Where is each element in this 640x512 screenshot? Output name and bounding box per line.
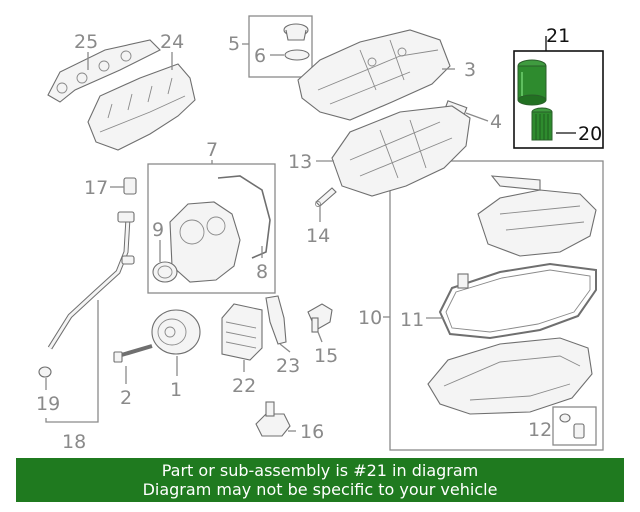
part-label-18[interactable]: 18: [62, 431, 86, 453]
banner-line-2: Diagram may not be specific to your vehi…: [142, 480, 498, 499]
crank-seal-9: [152, 261, 178, 283]
part-label-1[interactable]: 1: [170, 379, 182, 401]
part-label-16[interactable]: 16: [300, 421, 324, 443]
timing-cover-gasket-8: [217, 175, 271, 259]
oil-cooler-22: [221, 303, 263, 361]
part-label-22[interactable]: 22: [232, 375, 256, 397]
gasket-23: [265, 295, 287, 345]
group-box-10: [389, 160, 604, 451]
part-label-15[interactable]: 15: [314, 345, 338, 367]
part-label-8[interactable]: 8: [256, 261, 268, 283]
oil-filler-cap-5: [283, 23, 309, 41]
pulley-bolt-2: [113, 344, 153, 363]
part-label-2[interactable]: 2: [120, 387, 132, 409]
seal-6: [284, 49, 310, 61]
sensor-15: [307, 303, 333, 333]
part-label-21[interactable]: 21: [546, 25, 570, 47]
parts-diagram: 25 24 5 6 3 4 13 14 17 7 9 8 10 11 12 23…: [36, 15, 604, 453]
group-box-5-6: [248, 15, 313, 78]
valve-cover-3: [297, 29, 451, 121]
part-label-6[interactable]: 6: [254, 45, 266, 67]
sensor-17: [123, 177, 137, 195]
part-label-4[interactable]: 4: [490, 111, 502, 133]
timing-cover-7: [169, 201, 241, 283]
part-label-25[interactable]: 25: [74, 31, 98, 53]
oil-pan: [427, 337, 593, 415]
banner-line-1: Part or sub-assembly is #21 in diagram: [161, 461, 479, 480]
leader-lines: [45, 36, 576, 432]
oil-filter-element-20: [531, 107, 553, 141]
part-label-20[interactable]: 20: [578, 123, 602, 145]
bracket-14: [315, 187, 337, 207]
intake-gasket-25: [47, 39, 161, 103]
crank-pulley-1: [151, 309, 201, 355]
dipstick-tube-18: [47, 211, 135, 350]
part-label-9[interactable]: 9: [152, 219, 164, 241]
oil-sensor-16: [255, 401, 291, 437]
part-label-12[interactable]: 12: [528, 419, 552, 441]
info-banner: Part or sub-assembly is #21 in diagram D…: [16, 458, 624, 502]
dipstick-seal-19: [38, 366, 52, 378]
drain-plug-12: [559, 413, 585, 439]
part-label-5[interactable]: 5: [228, 33, 240, 55]
part-label-7[interactable]: 7: [206, 139, 218, 161]
part-label-3[interactable]: 3: [464, 59, 476, 81]
intake-manifold-24: [87, 63, 196, 151]
part-label-13[interactable]: 13: [288, 151, 312, 173]
part-label-23[interactable]: 23: [276, 355, 300, 377]
cylinder-head-13: [331, 105, 471, 197]
oil-filter-housing-21: [517, 59, 547, 106]
part-label-19[interactable]: 19: [36, 393, 60, 415]
part-label-24[interactable]: 24: [160, 31, 184, 53]
part-label-14[interactable]: 14: [306, 225, 330, 247]
part-label-17[interactable]: 17: [84, 177, 108, 199]
part-label-10[interactable]: 10: [358, 307, 382, 329]
group-box-21: [513, 50, 604, 149]
pan-gasket-11: [438, 262, 597, 340]
part-label-11[interactable]: 11: [400, 309, 424, 331]
oil-pump-baffle: [477, 175, 597, 257]
group-box-12: [552, 406, 597, 446]
